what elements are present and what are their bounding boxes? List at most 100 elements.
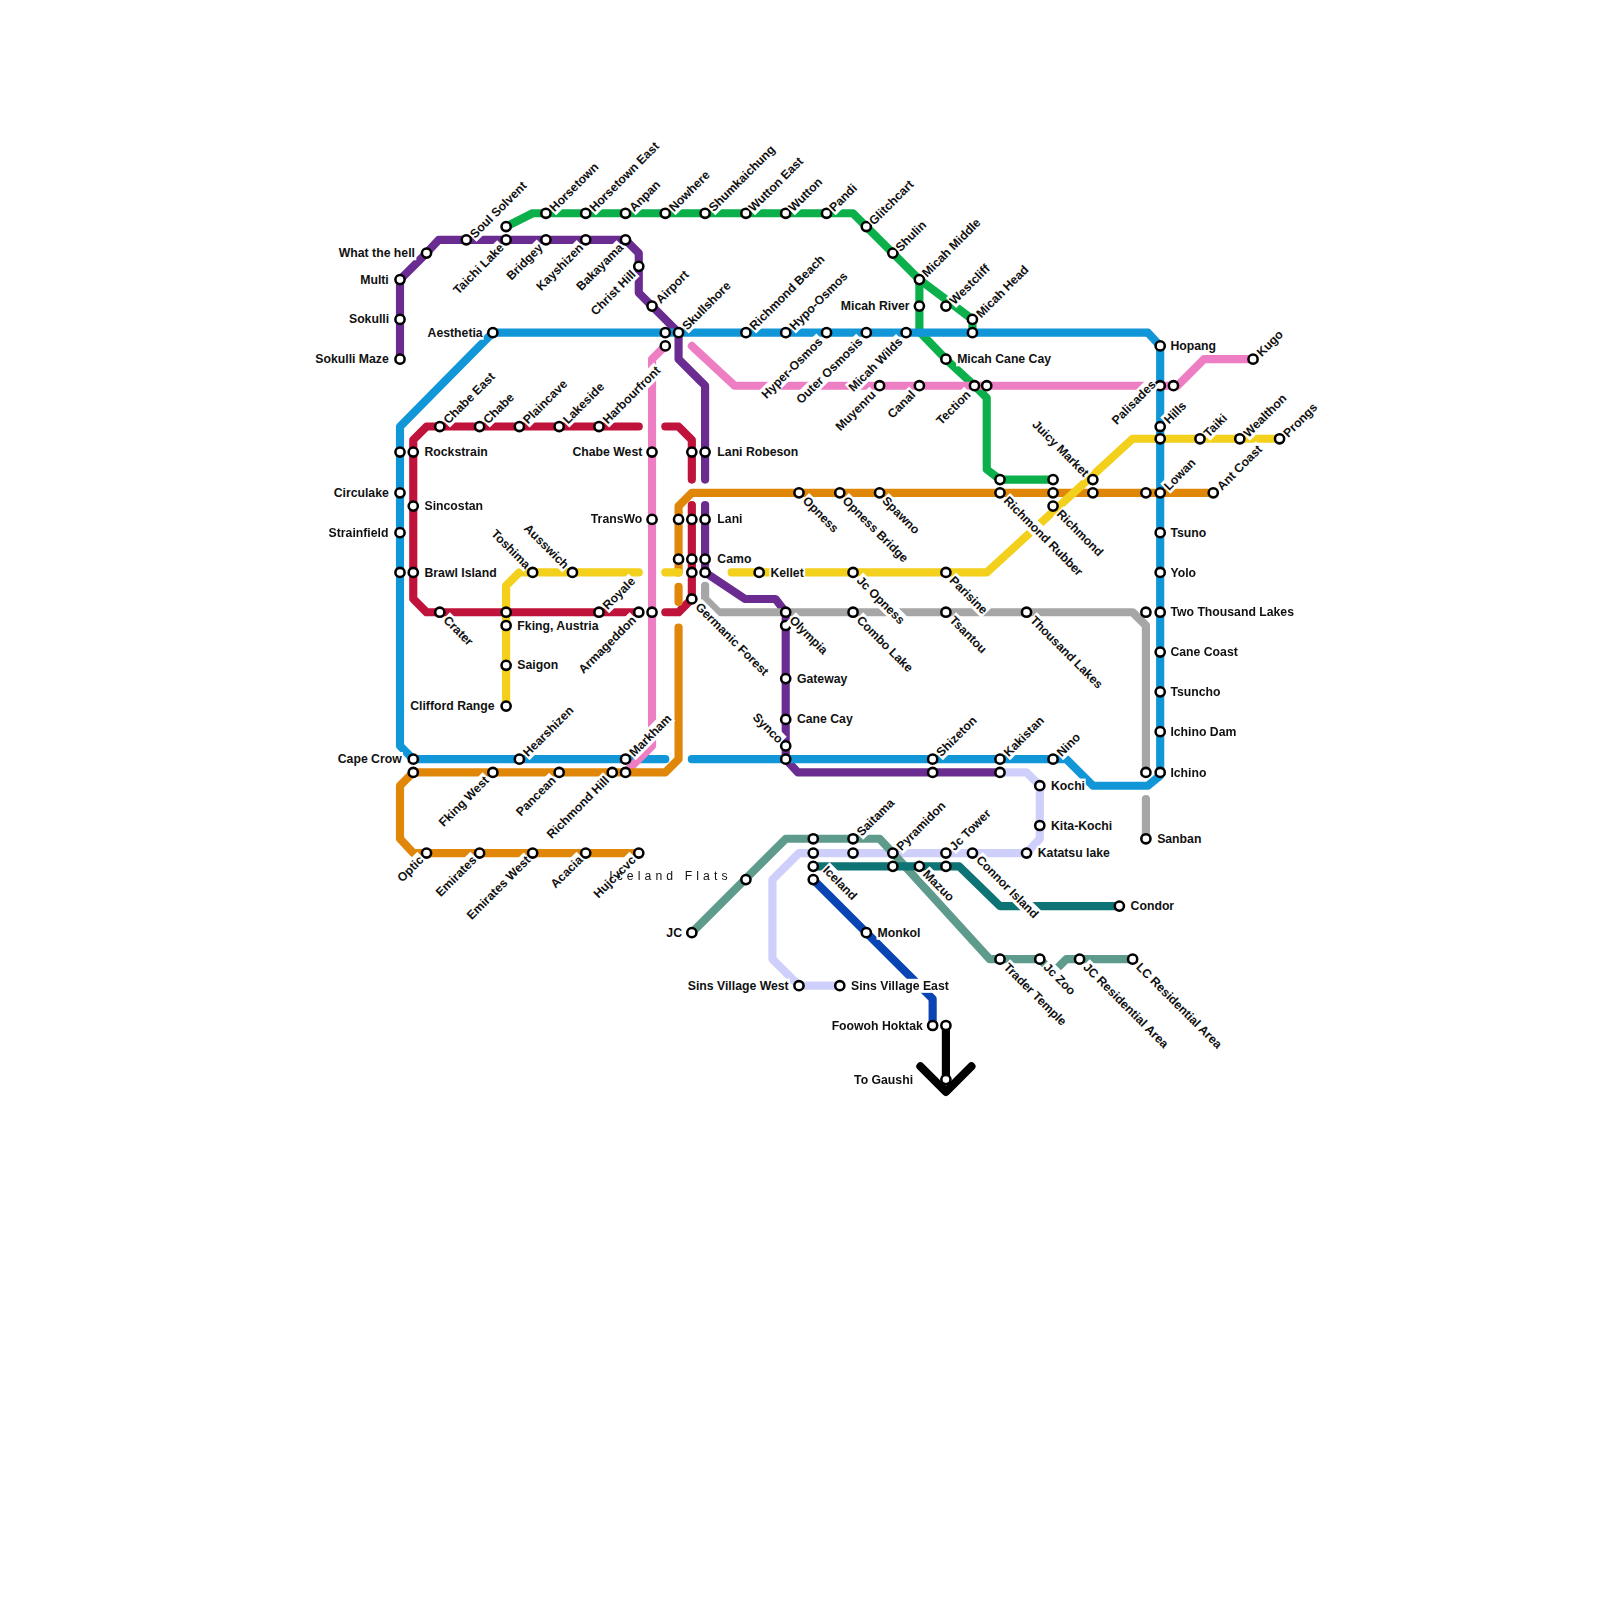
station-label: Kakistan [1000, 713, 1048, 761]
route-line [506, 572, 639, 706]
station-marker [1141, 768, 1150, 777]
route-line [400, 333, 1160, 786]
station-marker [1048, 755, 1057, 764]
station-marker [647, 608, 656, 617]
station-marker [1141, 608, 1150, 617]
station-marker [902, 328, 911, 337]
station-label: Rockstrain [423, 445, 488, 459]
station-label: TransWo [590, 512, 644, 526]
station-marker [822, 328, 831, 337]
station-marker [674, 515, 683, 524]
station-marker [488, 328, 497, 337]
station-marker [608, 768, 617, 777]
station-label: Crater [440, 612, 477, 649]
station-marker [528, 568, 537, 577]
station-marker [1075, 955, 1084, 964]
station-marker [1195, 434, 1204, 443]
station-marker [621, 768, 630, 777]
station-label: Cane Coast [1169, 645, 1238, 659]
station-label: Tsuno [1169, 526, 1207, 540]
station-marker [541, 235, 550, 244]
station-label: Shulin [892, 217, 930, 255]
station-label: Acacia [547, 852, 586, 891]
station-marker [661, 341, 670, 350]
station-label: Royale [599, 573, 639, 613]
station-marker [781, 715, 790, 724]
station-marker [528, 848, 537, 857]
route-line [692, 839, 1133, 973]
station-marker [1248, 355, 1257, 364]
station-label: Sincostan [423, 499, 484, 513]
station-label: Jc Tower [946, 806, 994, 854]
station-label: Soul Solvent [466, 178, 530, 242]
station-marker [941, 355, 950, 364]
station-marker [395, 355, 404, 364]
station-marker [1048, 502, 1057, 511]
station-label: Saitama [853, 795, 898, 840]
station-marker [502, 661, 511, 670]
station-label: Thousand Lakes [1027, 612, 1107, 692]
station-label: Canal [884, 387, 919, 422]
station-marker [995, 755, 1004, 764]
station-marker [435, 608, 444, 617]
station-label: Juicy Market [1028, 417, 1092, 481]
station-marker [888, 862, 897, 871]
station-marker [928, 755, 937, 764]
station-marker [1088, 475, 1097, 484]
station-marker [1048, 475, 1057, 484]
station-label: Circulake [333, 486, 390, 500]
route-line [506, 213, 1053, 479]
station-marker [1209, 488, 1218, 497]
station-label: JC Residential Area [1080, 959, 1173, 1052]
station-label: Pyramidon [893, 798, 949, 854]
station-marker [1048, 488, 1057, 497]
station-marker [594, 608, 603, 617]
station-label: Micah Cane Cay [956, 352, 1052, 366]
station-marker [462, 235, 471, 244]
station-marker [928, 768, 937, 777]
station-marker [1141, 488, 1150, 497]
route-line [679, 493, 1214, 573]
station-label: To Gaushi [853, 1072, 914, 1086]
station-marker [409, 502, 418, 511]
station-label: Strainfield [328, 526, 390, 540]
station-label: Multi [359, 272, 390, 286]
station-label: JC [665, 926, 683, 940]
station-marker [781, 755, 790, 764]
station-label: Lani [716, 512, 743, 526]
station-label: Synco [749, 709, 787, 747]
station-marker [581, 235, 590, 244]
station-label: What the hell [338, 246, 416, 260]
station-label: Cape Crow [337, 752, 403, 766]
station-label: Horsetown East [586, 138, 663, 215]
station-marker [409, 568, 418, 577]
station-label: Aesthetia [427, 326, 484, 340]
station-marker [781, 674, 790, 683]
station-marker [687, 568, 696, 577]
station-label: Fking West [435, 772, 493, 830]
station-marker [502, 222, 511, 231]
station-label: Olympia [786, 612, 832, 658]
station-marker [541, 209, 550, 218]
station-marker [647, 447, 656, 456]
station-marker [581, 848, 590, 857]
station-marker [1088, 488, 1097, 497]
station-marker [835, 981, 844, 990]
station-marker [809, 862, 818, 871]
station-marker [1156, 568, 1165, 577]
station-marker [701, 447, 710, 456]
station-marker [701, 555, 710, 564]
route-line [626, 346, 666, 773]
station-marker [409, 755, 418, 764]
station-label: Ichino Dam [1169, 724, 1237, 738]
station-marker [915, 862, 924, 871]
station-label: Sokulli [348, 312, 390, 326]
station-label: Glitchcart [865, 177, 917, 229]
station-marker [555, 768, 564, 777]
station-label: Skullshore [679, 278, 735, 334]
station-label: Cane Cay [796, 712, 854, 726]
station-label: Kochi [1050, 779, 1086, 793]
station-marker [515, 755, 524, 764]
station-marker [941, 1075, 950, 1084]
station-marker [1022, 848, 1031, 857]
